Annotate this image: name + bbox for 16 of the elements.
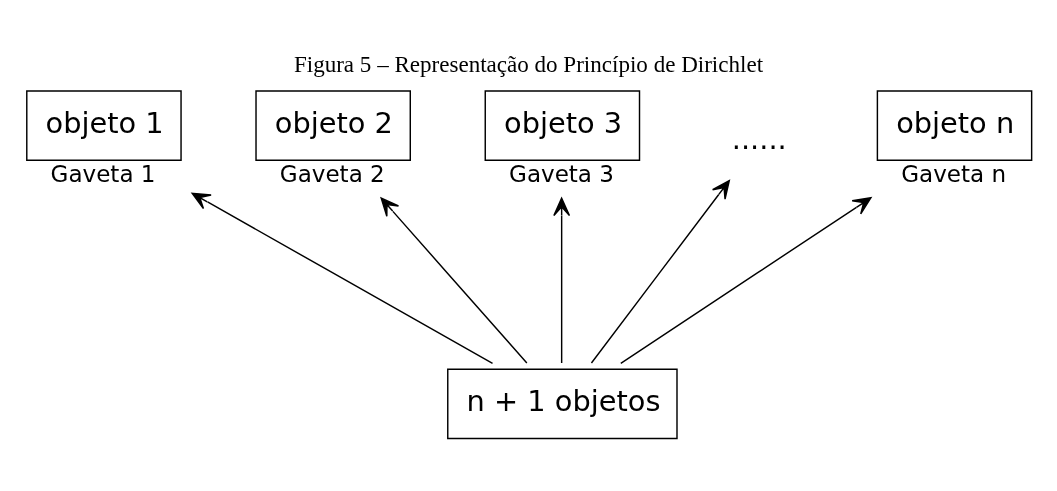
node-text: ...... [731,121,787,156]
node-box: objeto n [876,89,1033,161]
arrow [191,192,494,364]
arrow [620,196,872,364]
node-label: Gaveta 3 [509,160,614,187]
node-box: objeto 2 [255,89,411,161]
node-label: Gaveta 2 [279,160,385,187]
arrow [553,196,571,364]
node-box: objeto 3 [484,89,641,161]
node-box: objeto 1 [26,89,182,161]
arrow [380,196,528,364]
node-label: Gaveta 1 [50,160,156,187]
node-label: Gaveta n [901,160,1007,187]
node-box: n + 1 objetos [447,368,678,439]
arrow [590,179,730,364]
diagram-title: Figura 5 – Representação do Princípio de Dirichlet [293,50,764,77]
